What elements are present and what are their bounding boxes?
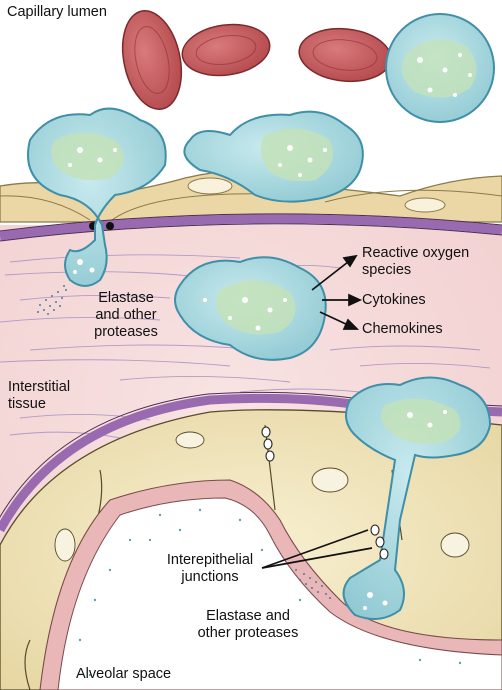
alveolar-basement-membrane — [0, 393, 502, 533]
protease-stipple — [37, 285, 331, 599]
elastase-lower-label-line1: Elastase and — [206, 608, 290, 624]
neutrophil — [342, 376, 492, 620]
cytokines-label: Cytokines — [362, 292, 426, 308]
reactive-oxygen-label-line2: species — [362, 262, 412, 278]
reactive-oxygen-label-line1: Reactive oxygen — [362, 245, 470, 261]
arrows — [261, 254, 373, 569]
chemokines-label: Chemokines — [362, 321, 443, 337]
endothelial-layer — [0, 170, 502, 223]
red-blood-cells — [121, 9, 392, 111]
elastase-upper-label-line2: and other — [95, 307, 157, 323]
elastase-lower-label-line2: other proteases — [197, 625, 299, 641]
interstitial-label-line2: tissue — [8, 396, 46, 412]
capillary-lumen-label: Capillary lumen — [7, 4, 107, 20]
interepithelial-label-line1: Interepithelial — [166, 552, 254, 568]
interepithelial-junction — [370, 524, 389, 560]
capillary-basement-membrane — [0, 214, 502, 241]
elastase-upper-label-line3: proteases — [94, 324, 158, 340]
alveolar-space — [57, 497, 502, 690]
red-blood-cell — [181, 23, 271, 77]
neutrophils — [27, 13, 495, 620]
interepithelial-label-line2: junctions — [181, 569, 239, 585]
junction-dot — [106, 222, 114, 230]
neutrophil — [183, 110, 364, 203]
interepithelial-junction — [261, 426, 275, 462]
interstitial-label-line1: Interstitial — [8, 379, 71, 395]
neutrophil — [174, 256, 327, 361]
neutrophil — [27, 107, 167, 287]
elastase-upper-label-line1: Elastase — [98, 290, 154, 306]
alveolar-space-label: Alveolar space — [76, 666, 172, 682]
neutrophil — [385, 13, 495, 123]
alveolar-dots — [78, 508, 462, 677]
